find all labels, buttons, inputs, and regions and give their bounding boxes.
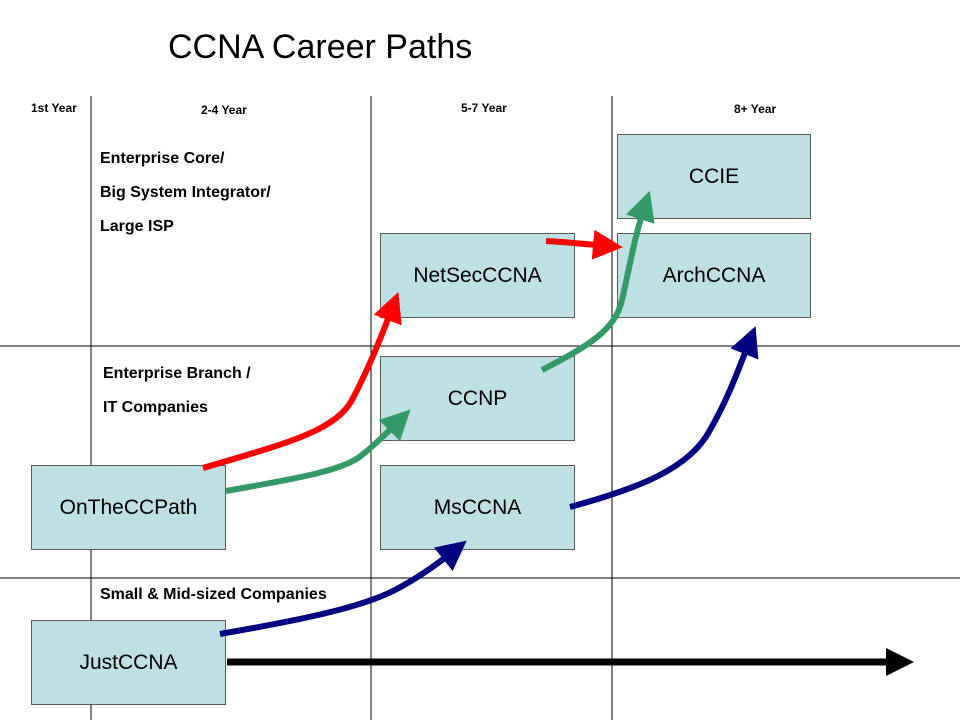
tier-line: Enterprise Branch / — [103, 365, 251, 382]
green-arrow-to-ccnp — [225, 409, 411, 494]
just-ccna-box: JustCCNA — [31, 620, 226, 705]
red-arrow-to-arch — [545, 229, 623, 260]
tier-label-small-mid: Small & Mid-sized Companies — [100, 578, 327, 612]
blue-arrow-to-arch — [569, 326, 759, 510]
column-label-2-4-year: 2-4 Year — [201, 103, 247, 117]
ccie-box: CCIE — [617, 134, 811, 219]
column-label-5-7-year: 5-7 Year — [461, 101, 507, 115]
column-label-8-year: 8+ Year — [734, 102, 777, 116]
tier-label-enterprise-core: Enterprise Core/ Big System Integrator/ … — [100, 142, 271, 244]
tier-line: IT Companies — [103, 399, 208, 416]
on-the-cc-path-box: OnTheCCPath — [31, 465, 226, 550]
column-label-1st-year: 1st Year — [31, 101, 77, 115]
tier-line: Big System Integrator/ — [100, 184, 271, 201]
arch-ccna-box: ArchCCNA — [617, 233, 811, 318]
tier-line: Enterprise Core/ — [100, 150, 225, 167]
tier-line: Large ISP — [100, 218, 174, 235]
green-arrow-to-ccie — [540, 190, 655, 373]
blue-arrow-to-msccna — [219, 540, 467, 637]
msccna-box: MsCCNA — [380, 465, 575, 550]
tier-line: Small & Mid-sized Companies — [100, 586, 327, 603]
tier-label-enterprise-branch: Enterprise Branch / IT Companies — [103, 357, 251, 425]
page-title: CCNA Career Paths — [168, 28, 473, 66]
red-arrow-to-netsec — [202, 291, 402, 471]
netsec-ccna-box: NetSecCCNA — [380, 233, 575, 318]
